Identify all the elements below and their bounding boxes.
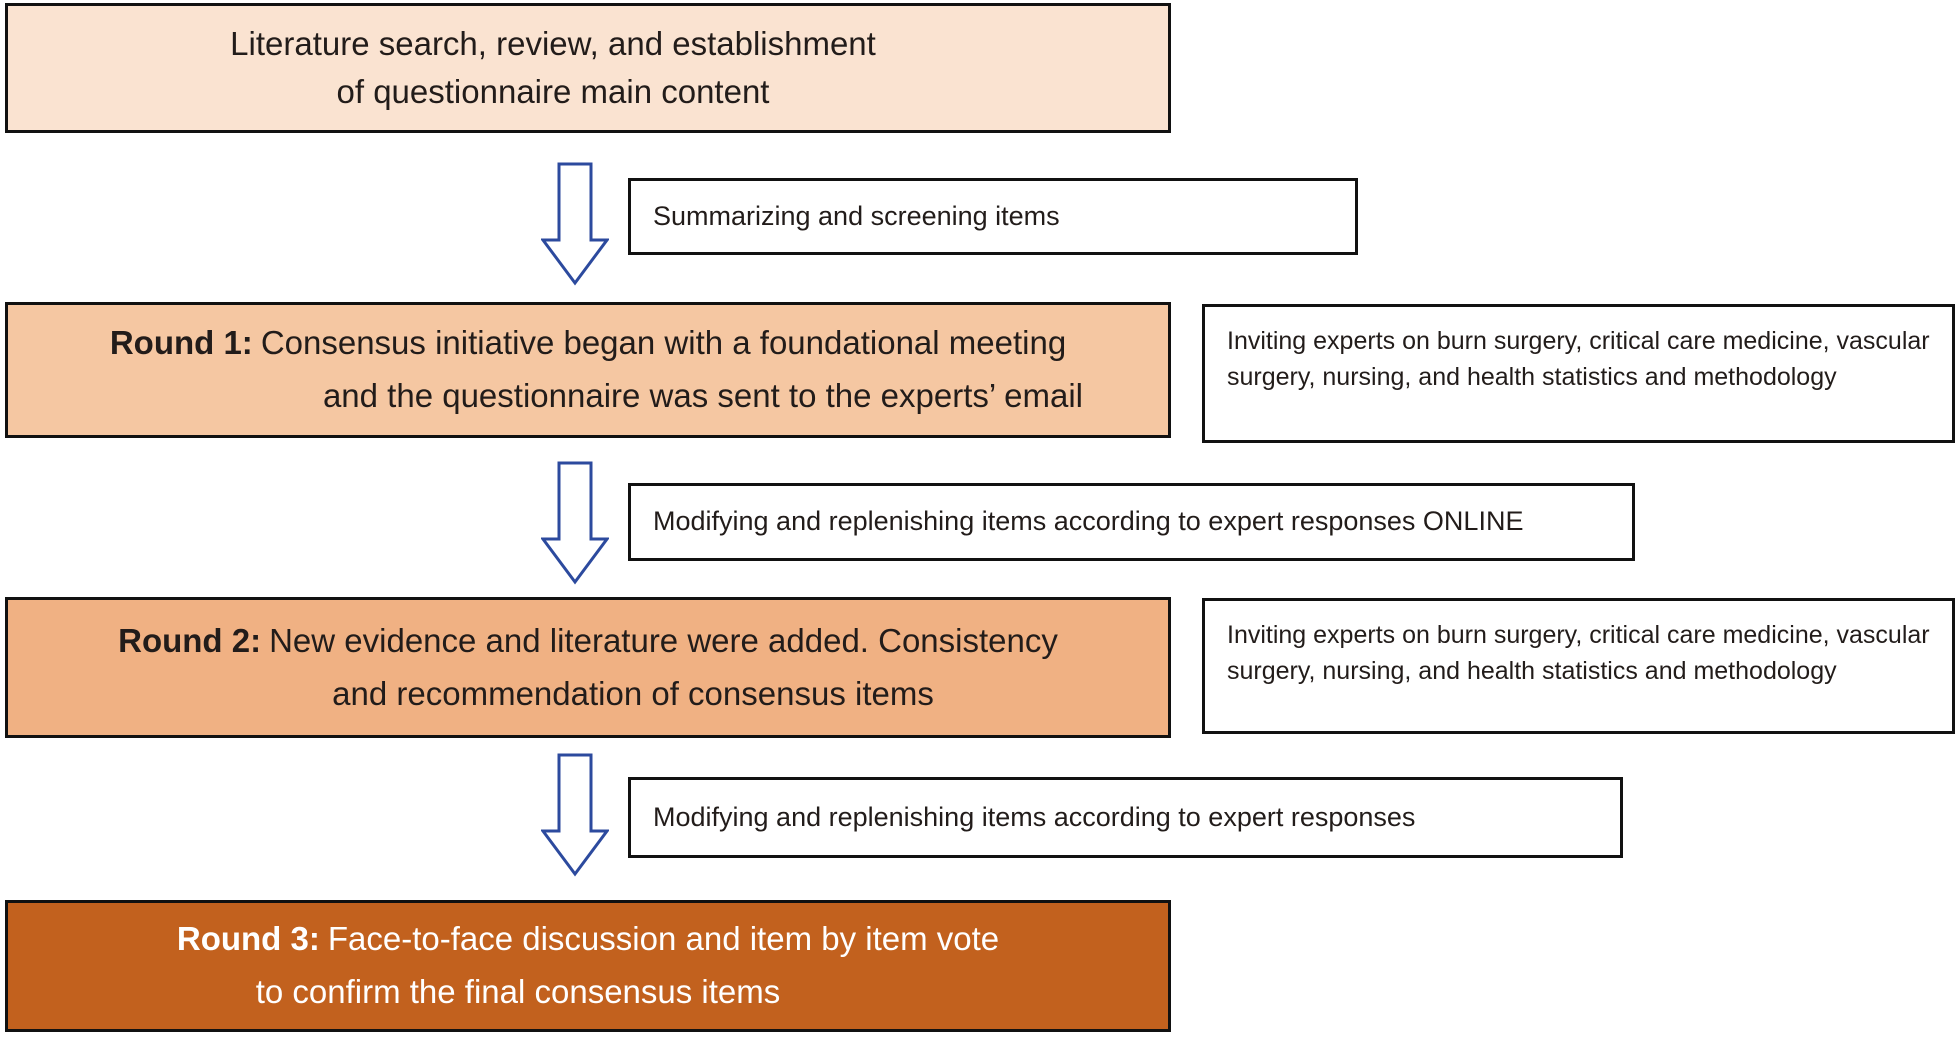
round1-text1: Consensus initiative began with a founda… <box>260 324 1067 362</box>
process-box-modifying-text: Modifying and replenishing items accordi… <box>653 801 1416 832</box>
experts-box-round2-text: Inviting experts on burn surgery, critic… <box>1227 621 1930 685</box>
round2-label: Round 2: <box>118 621 262 659</box>
round1-label: Round 1: <box>109 324 253 362</box>
process-box-modifying: Modifying and replenishing items accordi… <box>628 777 1623 858</box>
process-box-summarizing: Summarizing and screening items <box>628 178 1358 255</box>
round3-line2: to confirm the final consensus items <box>255 973 781 1010</box>
down-arrow-glyph <box>541 162 609 286</box>
process-box-modifying-online: Modifying and replenishing items accordi… <box>628 483 1635 561</box>
process-box-summarizing-text: Summarizing and screening items <box>653 200 1060 231</box>
round1-line2: and the questionnaire was sent to the ex… <box>322 377 1084 414</box>
down-arrow-icon <box>541 461 609 585</box>
round3-label: Round 3: <box>176 920 320 958</box>
round1-box: Round 1:Consensus initiative began with … <box>5 302 1171 438</box>
literature-search-line2: of questionnaire main content <box>336 73 770 110</box>
experts-box-round1: Inviting experts on burn surgery, critic… <box>1202 304 1955 443</box>
round2-line1: Round 2:New evidence and literature were… <box>8 615 1168 668</box>
down-arrow-glyph <box>541 753 609 877</box>
round1-line1: Round 1:Consensus initiative began with … <box>8 317 1168 370</box>
round2-text1: New evidence and literature were added. … <box>269 621 1058 659</box>
experts-box-round1-text: Inviting experts on burn surgery, critic… <box>1227 327 1930 391</box>
round3-box: Round 3:Face-to-face discussion and item… <box>5 900 1171 1032</box>
down-arrow-glyph <box>541 461 609 585</box>
process-box-modifying-online-text: Modifying and replenishing items accordi… <box>653 506 1524 537</box>
literature-search-line1: Literature search, review, and establish… <box>230 25 876 63</box>
down-arrow-icon <box>541 753 609 877</box>
round3-text1: Face-to-face discussion and item by item… <box>327 920 1000 958</box>
round2-box: Round 2:New evidence and literature were… <box>5 597 1171 738</box>
down-arrow-icon <box>541 162 609 286</box>
round2-line2: and recommendation of consensus items <box>332 674 934 712</box>
round3-line1: Round 3:Face-to-face discussion and item… <box>8 913 1168 966</box>
experts-box-round2: Inviting experts on burn surgery, critic… <box>1202 598 1955 734</box>
literature-search-box: Literature search, review, and establish… <box>5 3 1171 133</box>
